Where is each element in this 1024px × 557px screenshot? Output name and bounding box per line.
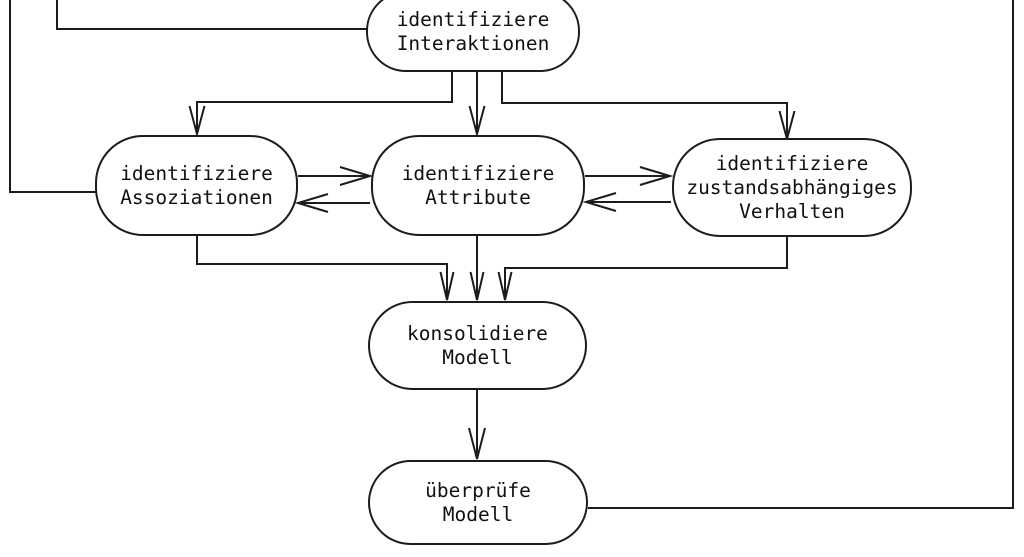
edge-interaktionen-attribute bbox=[468, 72, 486, 138]
node-label-line: Modell bbox=[442, 345, 513, 369]
node-label-line: überprüfe bbox=[425, 478, 531, 502]
node-identifiziere-zustandsabhaengiges-verhalten: identifiziere zustandsabhängiges Verhalt… bbox=[672, 138, 912, 237]
edge-interaktionen-assoziationen bbox=[188, 72, 453, 138]
node-label-line: Verhalten bbox=[739, 199, 845, 223]
node-identifiziere-attribute: identifiziere Attribute bbox=[371, 135, 585, 236]
edge-attribute-verhalten bbox=[585, 166, 674, 186]
edge-konsolidiere-ueberpruefe bbox=[468, 390, 486, 460]
edge-verhalten-konsolidiere bbox=[497, 237, 788, 301]
node-identifiziere-assoziationen: identifiziere Assoziationen bbox=[95, 135, 298, 236]
node-label-line: Modell bbox=[442, 502, 514, 526]
edge-assoziationen-attribute bbox=[298, 166, 374, 186]
edge-ueberpruefe-topedge bbox=[588, 0, 1014, 509]
edge-attribute-assoziationen bbox=[294, 193, 370, 213]
node-label-line: identifiziere bbox=[401, 161, 555, 185]
node-label-line: identifiziere bbox=[715, 151, 869, 175]
node-konsolidiere-modell: konsolidiere Modell bbox=[368, 301, 587, 390]
node-label-line: Attribute bbox=[425, 185, 531, 209]
node-identifiziere-interaktionen: identifiziere Interaktionen bbox=[366, 0, 580, 72]
node-label-line: Interaktionen bbox=[396, 31, 550, 55]
node-ueberpruefe-modell: überprüfe Modell bbox=[368, 460, 588, 545]
node-label-line: zustandsabhängiges bbox=[686, 175, 898, 199]
edge-topedge-to-interaktionen bbox=[56, 0, 367, 30]
edge-topedge-to-assoziationen bbox=[9, 0, 96, 193]
edge-attribute-konsolidiere bbox=[469, 236, 485, 301]
node-label-line: identifiziere bbox=[396, 7, 550, 31]
node-label-line: konsolidiere bbox=[407, 321, 548, 345]
edge-assoziationen-konsolidiere bbox=[196, 236, 455, 301]
node-label-line: identifiziere bbox=[120, 161, 273, 185]
edge-interaktionen-verhalten bbox=[501, 72, 796, 143]
node-label-line: Assoziationen bbox=[120, 185, 273, 209]
edge-verhalten-attribute bbox=[582, 192, 671, 212]
